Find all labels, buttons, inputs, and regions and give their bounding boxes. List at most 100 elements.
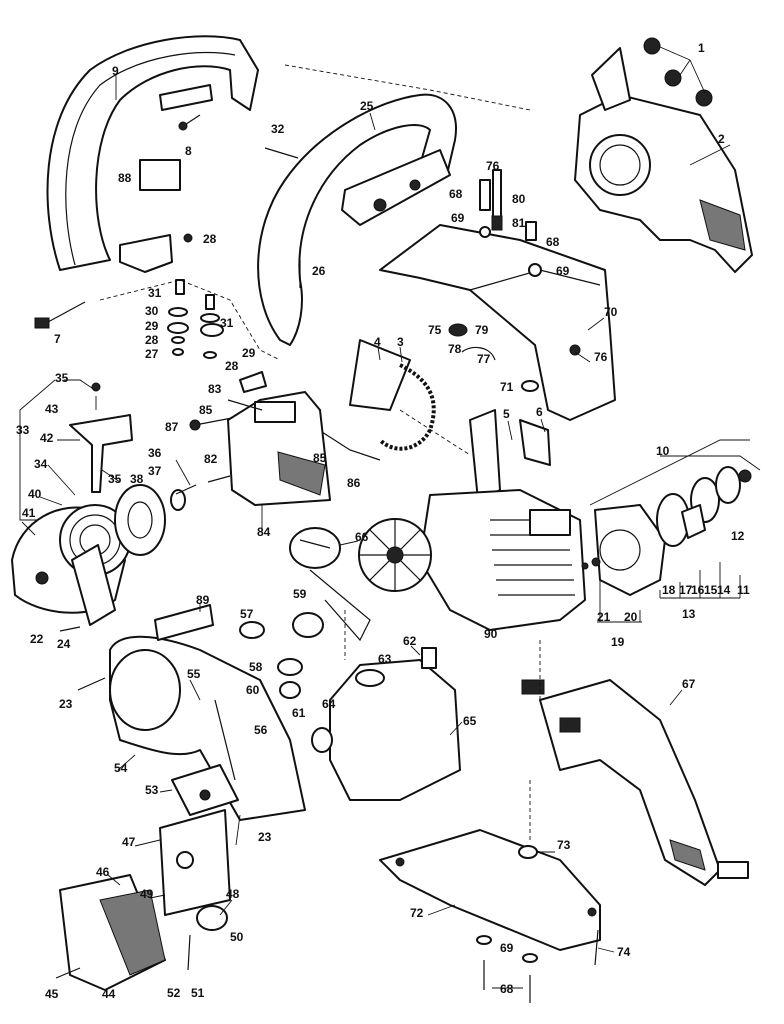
callout-52: 52 [167, 986, 181, 1000]
callout-65: 65 [463, 714, 477, 728]
callout-32: 32 [271, 122, 285, 136]
callout-82: 82 [204, 452, 218, 466]
callout-71: 71 [500, 380, 514, 394]
shroud-54 [109, 635, 306, 821]
callout-28b: 28 [203, 232, 217, 246]
callout-80: 80 [512, 192, 526, 206]
callout-10: 10 [656, 444, 670, 458]
callout-59: 59 [293, 587, 307, 601]
spring-78 [461, 346, 496, 361]
bottom-plate-72 [379, 829, 601, 951]
callout-42: 42 [40, 431, 54, 445]
callout-19: 19 [611, 635, 625, 649]
callout-47: 47 [122, 835, 136, 849]
callout-45: 45 [45, 987, 59, 1001]
grommet-60 [279, 681, 301, 699]
callout-40: 40 [28, 487, 42, 501]
cover-70 [379, 224, 616, 421]
screw-24 [59, 626, 81, 632]
callout-81: 81 [512, 216, 526, 230]
callout-31: 31 [148, 286, 162, 300]
callout-23: 23 [59, 697, 73, 711]
starter-bracket-22 [71, 544, 116, 626]
callout-29: 29 [145, 319, 159, 333]
callout-29b: 29 [242, 346, 256, 360]
fasteners-68-69-bottom [476, 935, 538, 1003]
clutch-assembly-10-21 [581, 466, 752, 596]
callout-69c: 69 [500, 941, 514, 955]
spring-86 [321, 431, 381, 461]
callout-89: 89 [196, 593, 210, 607]
callout-50: 50 [230, 930, 244, 944]
plate-58 [277, 658, 303, 676]
callout-74: 74 [617, 945, 631, 959]
callout-58: 58 [249, 660, 263, 674]
callout-28: 28 [145, 333, 159, 347]
callout-48: 48 [226, 887, 240, 901]
screw-36 [175, 484, 197, 495]
air-filter-44-46 [59, 874, 166, 991]
callout-68: 68 [449, 187, 463, 201]
callout-36: 36 [148, 446, 162, 460]
callout-37: 37 [148, 464, 162, 478]
callout-1: 1 [698, 41, 705, 55]
callout-76: 76 [486, 159, 500, 173]
screw-23 [77, 677, 106, 691]
callout-85b: 85 [313, 451, 327, 465]
callout-17: 17 [679, 583, 693, 597]
callout-34: 34 [34, 457, 48, 471]
callout-2: 2 [718, 132, 725, 146]
callout-90: 90 [484, 627, 498, 641]
washer-71 [521, 380, 539, 392]
callout-88: 88 [118, 171, 132, 185]
screw-45 [55, 967, 81, 979]
engine-90 [358, 489, 586, 631]
callout-76b: 76 [594, 350, 608, 364]
callout-25: 25 [360, 99, 374, 113]
filter-base-47 [159, 809, 231, 916]
callout-56: 56 [254, 723, 268, 737]
callout-53: 53 [145, 783, 159, 797]
callout-23b: 23 [258, 830, 272, 844]
clutch-cover-2 [574, 47, 753, 273]
callout-24: 24 [57, 637, 71, 651]
callout-14: 14 [717, 583, 731, 597]
callout-30: 30 [145, 304, 159, 318]
callout-5: 5 [503, 407, 510, 421]
callout-16: 16 [691, 583, 705, 597]
callout-69: 69 [451, 211, 465, 225]
front-handle-9 [46, 35, 259, 273]
callout-33: 33 [16, 423, 30, 437]
callout-18: 18 [662, 583, 676, 597]
washer-73 [518, 845, 538, 859]
callout-77: 77 [477, 352, 491, 366]
decal-88 [139, 159, 181, 191]
callout-86: 86 [347, 476, 361, 490]
chain-3-bar-4 [349, 339, 436, 451]
callout-38: 38 [130, 472, 144, 486]
bushing-75 [448, 323, 468, 337]
callout-60: 60 [246, 683, 260, 697]
callout-72: 72 [410, 906, 424, 920]
callout-64: 64 [322, 697, 336, 711]
callout-27: 27 [145, 347, 159, 361]
callout-26: 26 [312, 264, 326, 278]
callout-55: 55 [187, 667, 201, 681]
callout-57: 57 [240, 607, 254, 621]
callout-49: 49 [140, 887, 154, 901]
callout-79: 79 [475, 323, 489, 337]
callout-68b: 68 [546, 235, 560, 249]
knob-48 [196, 905, 228, 931]
nut-28 [183, 233, 193, 243]
callout-11: 11 [737, 583, 750, 597]
callout-67: 67 [682, 677, 696, 691]
part-85 [227, 399, 263, 411]
callout-21: 21 [597, 610, 611, 624]
callout-83: 83 [208, 382, 222, 396]
callout-75: 75 [428, 323, 442, 337]
plate-5 [469, 409, 501, 501]
bolt-7 [34, 301, 86, 329]
decal-89 [154, 604, 214, 641]
callout-87: 87 [165, 420, 179, 434]
callout-6: 6 [536, 405, 543, 419]
